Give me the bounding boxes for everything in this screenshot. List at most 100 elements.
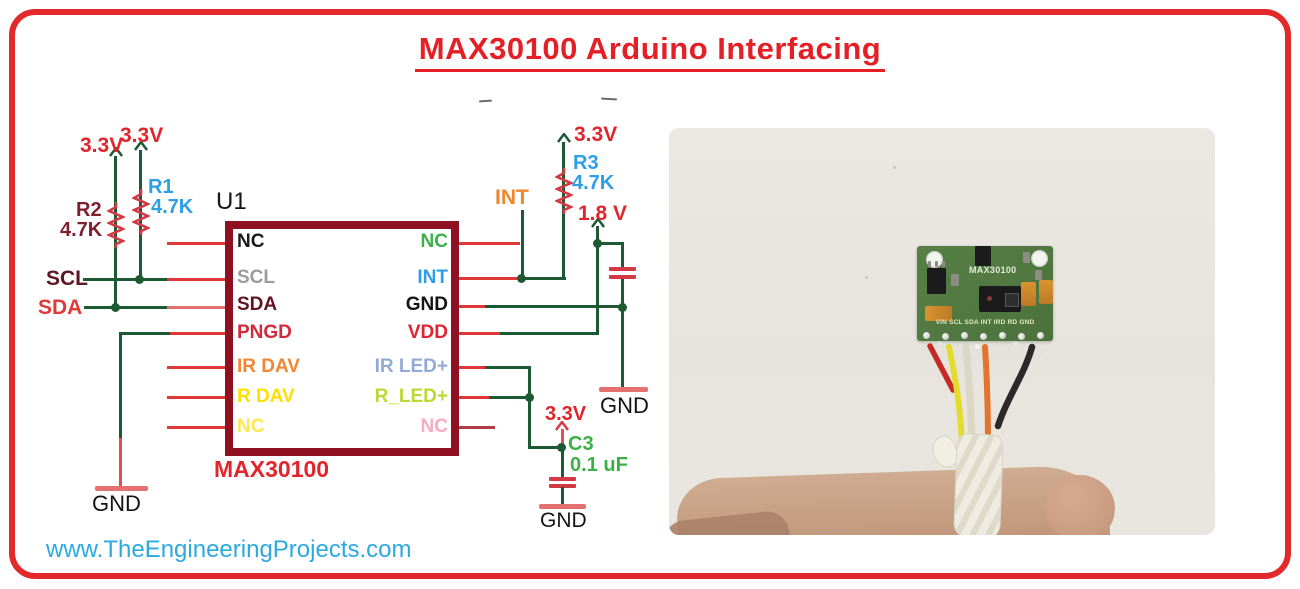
module-photo: MAX30100 VIN SCL SDA INT IRD RD GND: [669, 128, 1215, 535]
capacitor-orange: [1021, 282, 1036, 306]
wire-c3-v33-arrow-stem: [561, 429, 564, 449]
ic-pin-pngd: PNGD: [237, 322, 292, 343]
regulator-leg: [928, 261, 931, 267]
net-label-18v: 1.8 V: [578, 202, 628, 225]
resistor-ref-r3: R3: [573, 152, 599, 174]
component-chip: [1023, 252, 1030, 263]
wire-gnd-green-h: [485, 305, 624, 308]
dust-speck: [865, 276, 868, 279]
solder-dot: [975, 344, 980, 349]
power-arrow-33v: [134, 141, 148, 151]
solder-joint: [999, 332, 1006, 339]
ic-pin-nc1-left: NC: [237, 231, 265, 252]
solder-dot: [937, 340, 942, 345]
page-title: MAX30100 Arduino Interfacing: [0, 31, 1300, 72]
component-black: [975, 246, 991, 266]
max30100-sensor-ic: [979, 286, 1021, 312]
wire-nc-right-stub: [458, 242, 520, 245]
ic-pin-sda: SDA: [237, 294, 278, 315]
page-title-text: MAX30100 Arduino Interfacing: [414, 31, 886, 72]
resistor-value-r1: 4.7K: [151, 196, 194, 218]
page-border: [9, 9, 1291, 579]
gnd-label-c3: GND: [540, 509, 587, 532]
sensor-window: [1005, 293, 1019, 307]
net-label-scl: SCL: [46, 267, 88, 290]
module-wires: [927, 343, 1036, 444]
wire-irled-green-h: [485, 366, 531, 369]
ic-name: MAX30100: [214, 456, 330, 482]
mounting-hole: [1031, 250, 1048, 267]
wire-c3-h: [528, 446, 565, 449]
junction-dot: [557, 443, 566, 452]
wire-scl-stub: [167, 278, 226, 281]
wire-c3-top-v: [561, 446, 564, 479]
power-arrow-33v: [557, 133, 571, 143]
ic-pin-nc2-left: NC: [237, 416, 265, 437]
capacitor-c3-plate: [549, 477, 576, 481]
wire-gnd-stub: [458, 305, 486, 308]
resistor-value-r3: 4.7K: [572, 172, 615, 194]
solder-joint: [942, 333, 949, 340]
wire-pngd-green-h: [119, 332, 171, 335]
dust-speck: [893, 166, 896, 169]
voltage-regulator: [927, 268, 946, 294]
capacitor-value-c3: 0.1 uF: [570, 454, 628, 476]
resistor-r3-symbol: [555, 168, 573, 214]
ic-pin-rled: R_LED+: [374, 386, 448, 407]
module-pin-labels: VIN SCL SDA INT IRD RD GND: [935, 319, 1035, 326]
watermark-url: www.TheEngineeringProjects.com: [46, 536, 412, 563]
power-arrow-33v-c3: [555, 421, 569, 431]
junction-dot: [525, 393, 534, 402]
ic-pin-nc1-right: NC: [420, 231, 448, 252]
wire-cap1-top: [621, 243, 624, 268]
net-label-33v: 3.3V: [120, 124, 164, 147]
wire-gnd-left-stem: [119, 438, 122, 488]
gnd-label-right: GND: [600, 393, 649, 418]
wire-int-stub: [458, 277, 523, 280]
wire-nc2-right-stub: [458, 426, 495, 429]
net-label-33v: 3.3V: [545, 403, 587, 425]
wire-cap1-bottom: [621, 279, 624, 309]
capacitor-orange: [1039, 280, 1053, 304]
max30100-module: MAX30100 VIN SCL SDA INT IRD RD GND: [917, 246, 1053, 341]
capacitor1-plate: [609, 267, 636, 271]
junction-dot: [517, 274, 526, 283]
regulator-leg: [935, 261, 938, 267]
resistor-r2-symbol: [107, 202, 125, 248]
wire-c3-bottom-v: [561, 487, 564, 506]
component-chip: [1035, 270, 1042, 280]
wire-irdav-stub: [167, 366, 226, 369]
ic-pin-gnd: GND: [405, 294, 448, 315]
solder-joint: [1018, 333, 1025, 340]
junction-dot: [111, 303, 120, 312]
gnd-symbol-right: [599, 387, 648, 392]
wire-sda-stub: [167, 306, 226, 309]
wire-r1-vertical: [139, 150, 142, 281]
solder-joint: [961, 332, 968, 339]
resistor-r1-symbol: [132, 189, 150, 235]
ic-designator: U1: [216, 188, 247, 215]
wire-pngd-green-v: [119, 332, 122, 439]
wire-irled-stub: [458, 366, 486, 369]
ic-symbol-max30100: [225, 221, 459, 456]
junction-dot: [618, 303, 627, 312]
net-label-33v: 3.3V: [80, 134, 124, 157]
wire-irled-v: [528, 366, 531, 449]
net-label-int: INT: [495, 186, 529, 209]
junction-dot: [135, 275, 144, 284]
ic-pin-nc2-right: NC: [420, 416, 448, 437]
wire-v18-h: [597, 242, 624, 245]
ic-pin-int: INT: [417, 267, 448, 288]
wire-nc2-left-stub: [167, 426, 226, 429]
wire-vdd-green-h: [500, 332, 599, 335]
ic-pin-rdav: R DAV: [237, 386, 295, 407]
solder-joint: [923, 332, 930, 339]
capacitor1-plate: [609, 275, 636, 279]
capacitor-orange: [925, 306, 952, 321]
solder-dot: [1013, 340, 1018, 345]
wire-scl-green: [83, 278, 168, 281]
module-silkscreen-label: MAX30100: [969, 265, 1017, 275]
solder-joint: [1037, 332, 1044, 339]
net-label-sda: SDA: [38, 296, 83, 319]
